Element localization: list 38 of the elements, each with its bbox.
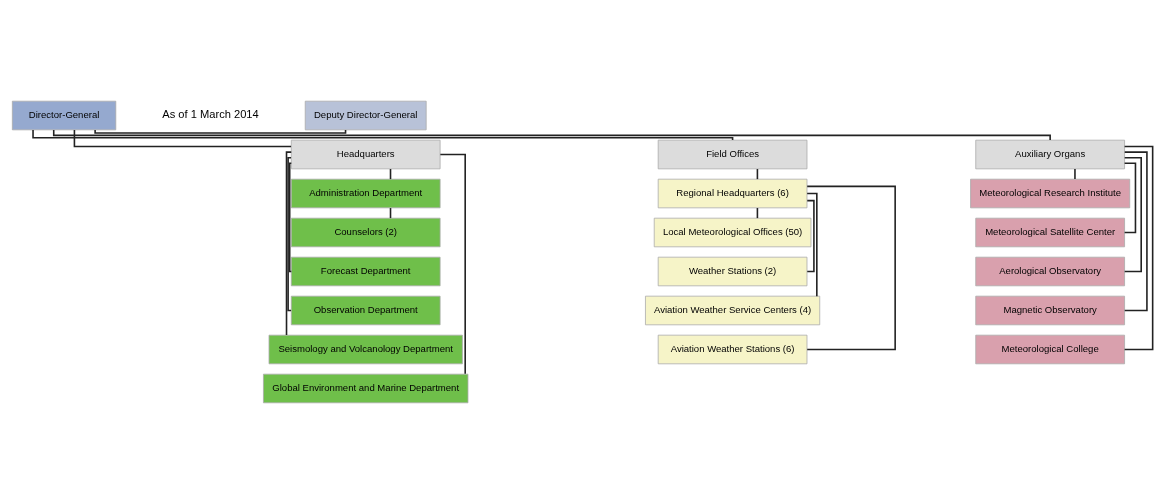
node-box: Forecast Department xyxy=(290,256,441,286)
node-box: Director-General xyxy=(11,100,117,130)
connector xyxy=(52,128,1051,141)
node-box: Meteorological Research Institute xyxy=(970,178,1131,208)
node-box: Administration Department xyxy=(290,178,441,208)
connector xyxy=(1123,145,1154,350)
node-box: Aviation Weather Stations (6) xyxy=(657,334,808,364)
node-box: Aviation Weather Service Centers (4) xyxy=(645,295,821,325)
connector xyxy=(32,128,734,141)
connector xyxy=(94,128,347,134)
connector xyxy=(806,199,815,272)
node-box: Auxiliary Organs xyxy=(975,139,1125,169)
node-box: Observation Department xyxy=(290,295,441,325)
node-box: Headquarters xyxy=(290,139,441,169)
connector xyxy=(1123,161,1137,233)
node-box: Weather Stations (2) xyxy=(657,256,808,286)
node-box: Regional Headquarters (6) xyxy=(657,178,808,208)
node-box: Deputy Director-General xyxy=(304,100,427,130)
connector xyxy=(288,161,293,272)
connector xyxy=(287,156,292,311)
connector xyxy=(806,192,818,297)
connector xyxy=(1074,167,1076,180)
connector xyxy=(439,153,466,375)
node-box: Meteorological Satellite Center xyxy=(975,217,1125,247)
node-box: Seismology and Volcanology Department xyxy=(268,334,463,364)
node-box: Global Environment and Marine Department xyxy=(263,373,469,403)
node-box: Magnetic Observatory xyxy=(975,295,1125,325)
node-box: Counselors (2) xyxy=(290,217,441,247)
label: As of 1 March 2014 xyxy=(162,107,259,120)
connector xyxy=(73,128,292,147)
node-box: Field Offices xyxy=(657,139,808,169)
node-box: Aerological Observatory xyxy=(975,256,1125,286)
connector xyxy=(1123,156,1142,272)
connector xyxy=(806,185,896,350)
node-box: Meteorological College xyxy=(975,334,1125,364)
node-box: Local Meteorological Offices (50) xyxy=(653,217,812,247)
connector xyxy=(1123,150,1148,311)
connector xyxy=(285,150,293,336)
